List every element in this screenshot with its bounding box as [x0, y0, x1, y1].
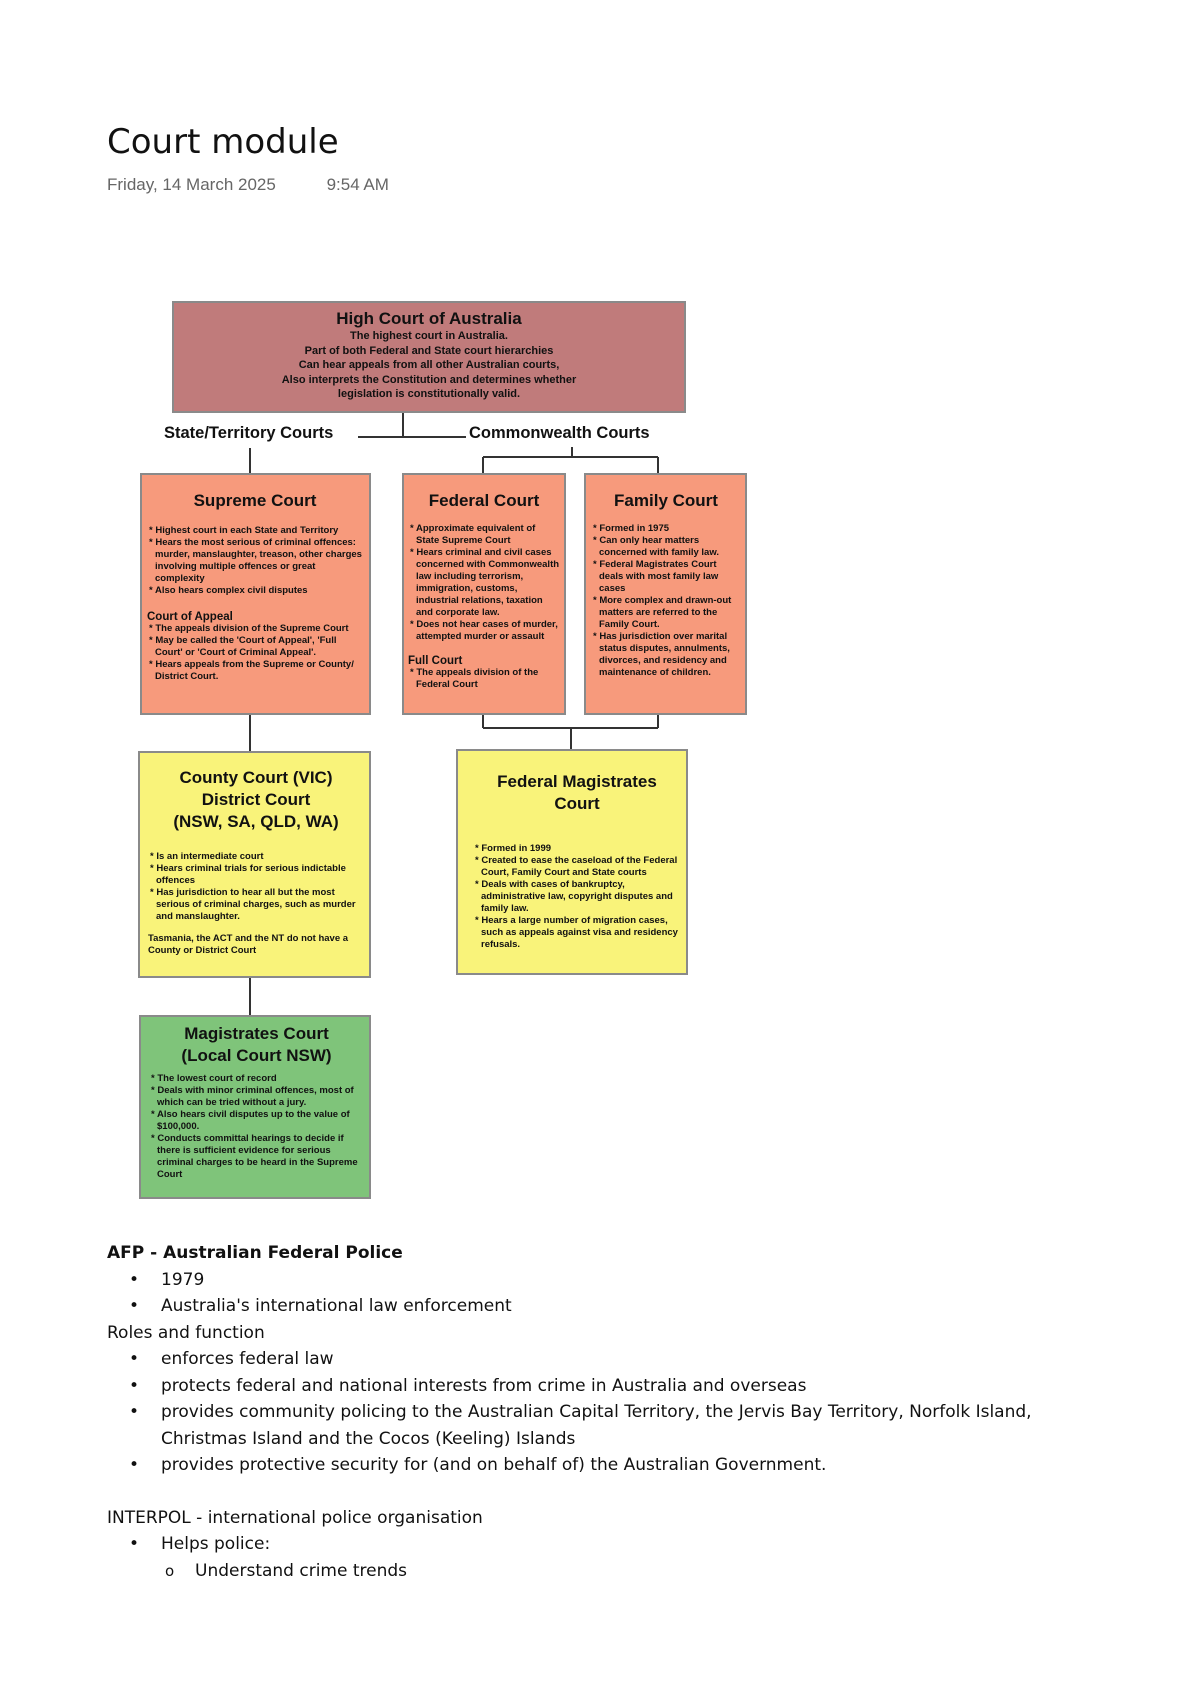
list-item: protects federal and national interests … — [129, 1373, 1107, 1400]
list-item: Also hears civil disputes up to the valu… — [149, 1109, 364, 1133]
list-item: Highest court in each State and Territor… — [147, 525, 363, 537]
supreme-court-title: Supreme Court — [193, 491, 317, 510]
list-item: Hears criminal and civil cases concerned… — [408, 547, 560, 619]
list-item: enforces federal law — [129, 1346, 1107, 1373]
magistrates-court-list: The lowest court of record Deals with mi… — [149, 1073, 364, 1181]
federal-magistrates-title-2: Court — [554, 794, 600, 813]
list-item: Is an intermediate court — [148, 851, 364, 863]
list-item: Does not hear cases of murder, attempted… — [408, 619, 560, 643]
page-title: Court module — [107, 122, 339, 162]
list-item: Conducts committal hearings to decide if… — [149, 1133, 364, 1181]
court-of-appeal-list: The appeals division of the Supreme Cour… — [147, 623, 363, 683]
page-meta: Friday, 14 March 2025 9:54 AM — [107, 175, 389, 195]
county-court-title: County Court (VIC) — [179, 768, 333, 787]
magistrates-court-box: Magistrates Court (Local Court NSW) The … — [139, 1015, 371, 1199]
list-item: Hears the most serious of criminal offen… — [147, 537, 363, 585]
list-item: More complex and drawn-out matters are r… — [591, 595, 741, 631]
list-item: Has jurisdiction over marital status dis… — [591, 631, 741, 679]
list-item: Understand crime trends — [165, 1558, 1107, 1585]
notes-section: AFP - Australian Federal Police 1979 Aus… — [107, 1240, 1107, 1584]
commonwealth-label: Commonwealth Courts — [466, 424, 653, 443]
magistrates-court-title: Magistrates Court — [184, 1024, 329, 1043]
list-item: Deals with minor criminal offences, most… — [149, 1085, 364, 1109]
spacer — [107, 1479, 1107, 1505]
family-court-list: Formed in 1975 Can only hear matters con… — [591, 523, 741, 679]
list-item: Also hears complex civil disputes — [147, 585, 363, 597]
list-item: 1979 — [129, 1267, 1107, 1294]
state-territory-label: State/Territory Courts — [161, 424, 337, 443]
federal-court-box: Federal Court Approximate equivalent of … — [402, 473, 566, 715]
federal-magistrates-box: Federal Magistrates Court Formed in 1999… — [456, 749, 688, 975]
local-court-title: (Local Court NSW) — [181, 1046, 332, 1065]
family-court-title: Family Court — [614, 491, 718, 510]
full-court-title: Full Court — [408, 655, 463, 667]
full-court-list: The appeals division of the Federal Cour… — [408, 667, 560, 691]
list-item: Hears appeals from the Supreme or County… — [147, 659, 363, 683]
county-court-box: County Court (VIC) District Court (NSW, … — [138, 751, 371, 978]
list-item: Helps police: Understand crime trends — [129, 1531, 1107, 1585]
federal-court-list: Approximate equivalent of State Supreme … — [408, 523, 560, 643]
list-item: Federal Magistrates Court deals with mos… — [591, 559, 741, 595]
district-court-title: District Court — [201, 790, 311, 809]
high-court-title: High Court of Australia — [336, 309, 522, 328]
list-item: Australia's international law enforcemen… — [129, 1293, 1107, 1320]
roles-list: enforces federal law protects federal an… — [107, 1346, 1107, 1479]
afp-list: 1979 Australia's international law enfor… — [107, 1267, 1107, 1320]
list-item: provides community policing to the Austr… — [129, 1399, 1107, 1452]
high-court-box: High Court of Australia The highest cour… — [172, 301, 686, 413]
county-court-list: Is an intermediate court Hears criminal … — [148, 851, 364, 923]
court-of-appeal-title: Court of Appeal — [147, 611, 233, 623]
high-court-line: legislation is constitutionally valid. — [337, 388, 521, 400]
district-court-states: (NSW, SA, QLD, WA) — [173, 812, 339, 831]
interpol-sub-list: Understand crime trends — [161, 1558, 1107, 1585]
list-item: The lowest court of record — [149, 1073, 364, 1085]
page-time: 9:54 AM — [326, 175, 389, 194]
high-court-line: Also interprets the Constitution and det… — [281, 373, 577, 386]
list-item: Formed in 1975 — [591, 523, 741, 535]
list-item: provides protective security for (and on… — [129, 1452, 1107, 1479]
county-court-note: Tasmania, the ACT and the NT do not have… — [148, 933, 349, 956]
interpol-list: Helps police: Understand crime trends — [107, 1531, 1107, 1584]
high-court-line: The highest court in Australia. — [350, 330, 508, 342]
list-item: Has jurisdiction to hear all but the mos… — [148, 887, 364, 923]
supreme-court-list: Highest court in each State and Territor… — [147, 525, 363, 597]
list-item: Deals with cases of bankruptcy, administ… — [473, 879, 681, 915]
supreme-court-box: Supreme Court Highest court in each Stat… — [140, 473, 371, 715]
list-item: The appeals division of the Supreme Cour… — [147, 623, 363, 635]
high-court-line: Part of both Federal and State court hie… — [304, 344, 554, 357]
list-item: May be called the 'Court of Appeal', 'Fu… — [147, 635, 363, 659]
list-item-text: Helps police: — [161, 1534, 271, 1554]
federal-magistrates-title: Federal Magistrates — [497, 772, 657, 791]
list-item: Hears a large number of migration cases,… — [473, 915, 681, 951]
afp-heading: AFP - Australian Federal Police — [107, 1243, 403, 1263]
roles-heading: Roles and function — [107, 1322, 265, 1343]
list-item: Can only hear matters concerned with fam… — [591, 535, 741, 559]
list-item: Hears criminal trials for serious indict… — [148, 863, 364, 887]
high-court-line: Can hear appeals from all other Australi… — [298, 359, 560, 371]
federal-court-title: Federal Court — [428, 491, 540, 510]
page-date: Friday, 14 March 2025 — [107, 175, 276, 194]
family-court-box: Family Court Formed in 1975 Can only hea… — [584, 473, 747, 715]
list-item: The appeals division of the Federal Cour… — [408, 667, 560, 691]
list-item: Formed in 1999 — [473, 843, 681, 855]
list-item: Approximate equivalent of State Supreme … — [408, 523, 560, 547]
interpol-heading: INTERPOL - international police organisa… — [107, 1507, 483, 1528]
list-item: Created to ease the caseload of the Fede… — [473, 855, 681, 879]
federal-magistrates-list: Formed in 1999 Created to ease the casel… — [473, 843, 681, 951]
